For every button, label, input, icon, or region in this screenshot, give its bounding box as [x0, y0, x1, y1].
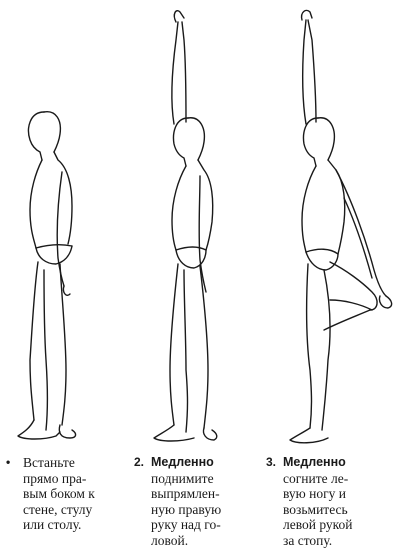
step-3-line: вую ногу и — [283, 486, 353, 502]
figure-standing — [18, 112, 76, 439]
step-3-number: 3. — [266, 455, 276, 471]
step-3-line: Медленно — [283, 455, 353, 471]
step-1-line: вым боком к — [23, 486, 95, 502]
step-2-line: ловой. — [151, 533, 221, 548]
step-3-line: возьмитесь — [283, 502, 353, 518]
step-1-line: Встаньте — [23, 455, 95, 471]
step-3-line: согните ле- — [283, 471, 353, 487]
figure-leg-stretch — [290, 10, 392, 442]
step-1-number: • — [6, 455, 10, 471]
step-2-line: руку над го- — [151, 517, 221, 533]
step-2-line: выпрямлен- — [151, 486, 221, 502]
step-3-line: левой рукой — [283, 517, 353, 533]
step-3-line: за стопу. — [283, 533, 353, 548]
step-1-line: или столу. — [23, 517, 95, 533]
step-2-line: Медленно — [151, 455, 221, 471]
step-2-line: ную правую — [151, 502, 221, 518]
step-2-line: поднимите — [151, 471, 221, 487]
step-1-line: стене, стулу — [23, 502, 95, 518]
figure-arm-raised — [154, 11, 217, 441]
step-1-line: прямо пра- — [23, 471, 95, 487]
step-2-number: 2. — [134, 455, 144, 471]
